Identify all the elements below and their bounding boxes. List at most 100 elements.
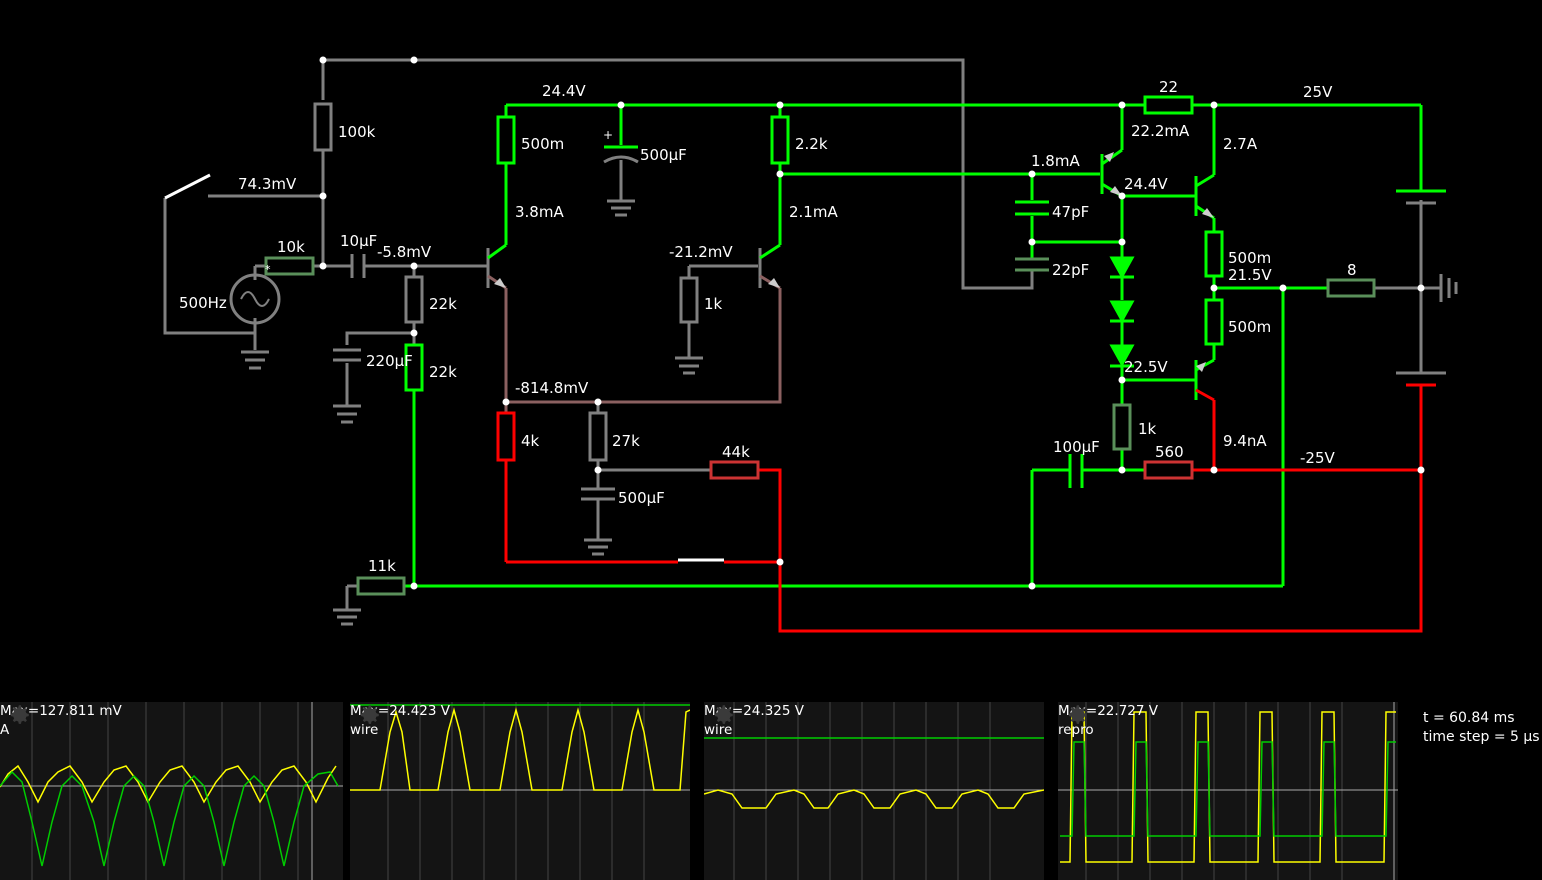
resistor-100k[interactable] (313, 102, 333, 152)
label-r-source: 10k (277, 238, 305, 256)
trace-voltage (0, 764, 337, 804)
label-v-out: 21.5V (1228, 266, 1272, 284)
label-rail-top: 24.4V (542, 82, 586, 100)
label-v-input: 74.3mV (238, 175, 297, 193)
scope-panel-1[interactable]: Max=127.811 mV A (0, 702, 343, 880)
sim-step: time step = 5 µs (1423, 729, 1540, 745)
label-source-freq: 500Hz (179, 294, 227, 312)
label-c-decouple: 500µF (618, 489, 665, 507)
wire (758, 386, 1423, 633)
resistor-11k[interactable] (356, 576, 406, 596)
label-r-base-a: 22k (429, 295, 457, 313)
resistor-22k-a[interactable] (404, 275, 424, 324)
label-r-bias: 100k (338, 123, 376, 141)
capacitor-500uF-decouple[interactable] (581, 487, 615, 501)
trace-current (0, 770, 339, 867)
label-c-supply: 500µF (640, 146, 687, 164)
scope-sub-label: repro (1058, 722, 1094, 738)
sim-time: t = 60.84 ms (1423, 710, 1515, 726)
label-v-base2: -21.2mV (669, 243, 733, 261)
diode-1[interactable] (1109, 256, 1135, 280)
scope-sub-label: A (0, 722, 10, 738)
capacitor-22pF[interactable] (1015, 257, 1049, 272)
capacitor-47pF[interactable] (1015, 200, 1049, 216)
scope-max-label: Max=127.811 mV (0, 703, 122, 719)
scope-panel-4[interactable]: Max=22.727 V repro (1058, 702, 1398, 880)
gear-icon[interactable] (356, 702, 382, 728)
resistor-10k[interactable] (264, 256, 315, 276)
sim-info: t = 60.84 ms time step = 5 µs (1423, 709, 1540, 747)
capacitor-220uF[interactable] (333, 348, 361, 362)
resistor-44k[interactable] (709, 460, 760, 480)
resistor-22k-b[interactable] (404, 343, 424, 392)
label-r-27k: 27k (612, 432, 640, 450)
scope-panel-3[interactable]: Max=24.325 V wire (704, 702, 1044, 880)
label-r-base2: 1k (704, 295, 723, 313)
label-i-out: 2.7A (1223, 135, 1258, 153)
trace-voltage (1060, 711, 1396, 863)
capacitor-100uF[interactable] (1068, 454, 1084, 488)
label-c-input: 10µF (340, 232, 377, 250)
label-i-vas: 1.8mA (1031, 152, 1080, 170)
label-i-leak: 9.4nA (1223, 432, 1267, 450)
resistor-1k-base[interactable] (679, 276, 699, 324)
scope-sub-label: wire (704, 722, 733, 738)
label-r-col2: 2.2k (795, 135, 828, 153)
resistor-500m-col[interactable] (496, 115, 516, 165)
ground-icons (241, 199, 1458, 626)
label-r-emit-bot: 500m (1228, 318, 1271, 336)
label-r-fb: 44k (722, 443, 750, 461)
gear-icon[interactable] (710, 702, 736, 728)
label-r-22: 22 (1159, 78, 1178, 96)
trace-current (1060, 741, 1396, 837)
label-r-1k: 1k (1138, 420, 1157, 438)
wire-switch-loop (163, 198, 255, 335)
label-r-load: 8 (1347, 261, 1357, 279)
label-c-100: 100µF (1053, 438, 1100, 456)
label-i-22: 22.2mA (1131, 122, 1190, 140)
resistor-500m-bot[interactable] (1204, 298, 1224, 346)
wire (345, 331, 414, 345)
label-r-col1: 500m (521, 135, 564, 153)
battery-neg[interactable] (1396, 371, 1446, 387)
label-star: * (265, 263, 271, 276)
resistor-560[interactable] (1143, 460, 1194, 480)
label-i-q2: 2.1mA (789, 203, 838, 221)
resistor-500m-top[interactable] (1204, 230, 1224, 278)
label-r-emit-top: 500m (1228, 249, 1271, 267)
resistor-8-load[interactable] (1326, 278, 1376, 298)
circuit-canvas[interactable]: 74.3mV 100k 10k * 500Hz 10µF -5.8mV 22k … (0, 0, 1542, 700)
capacitor-500uF-plate (603, 155, 639, 164)
label-v-diode: 22.5V (1124, 358, 1168, 376)
scope-sub-label: wire (350, 722, 379, 738)
label-i-q1: 3.8mA (515, 203, 564, 221)
resistor-27k[interactable] (588, 411, 608, 462)
gear-icon[interactable] (1064, 702, 1090, 728)
ac-source[interactable] (229, 273, 281, 325)
switch[interactable] (164, 173, 211, 200)
node-dots (319, 56, 1425, 590)
capacitor-10uF[interactable] (350, 254, 366, 278)
resistor-2-2k[interactable] (770, 115, 790, 165)
label-plus-sign: + (603, 128, 613, 142)
wires (163, 58, 1440, 633)
gear-icon[interactable] (6, 702, 32, 728)
trace-voltage (704, 789, 1044, 809)
resistor-22[interactable] (1143, 95, 1194, 115)
scope-panel-2[interactable]: Max=24.423 V wire (350, 702, 690, 880)
arrow-icons (494, 152, 1214, 372)
resistor-4k[interactable] (496, 411, 516, 462)
resistor-1k[interactable] (1112, 403, 1132, 451)
diode-2[interactable] (1109, 300, 1135, 324)
diode-3[interactable] (1109, 344, 1135, 368)
label-v-emitters: -814.8mV (515, 379, 589, 397)
battery-pos[interactable] (1396, 189, 1446, 205)
transistor-q2[interactable] (758, 243, 781, 290)
sine-icon (240, 291, 270, 307)
label-r-560: 560 (1155, 443, 1184, 461)
label-c-bias: 220µF (366, 352, 413, 370)
trace-voltage (350, 707, 690, 791)
components (164, 56, 1458, 626)
wire-emitter-tail (504, 288, 782, 404)
label-c-22: 22pF (1052, 261, 1089, 279)
